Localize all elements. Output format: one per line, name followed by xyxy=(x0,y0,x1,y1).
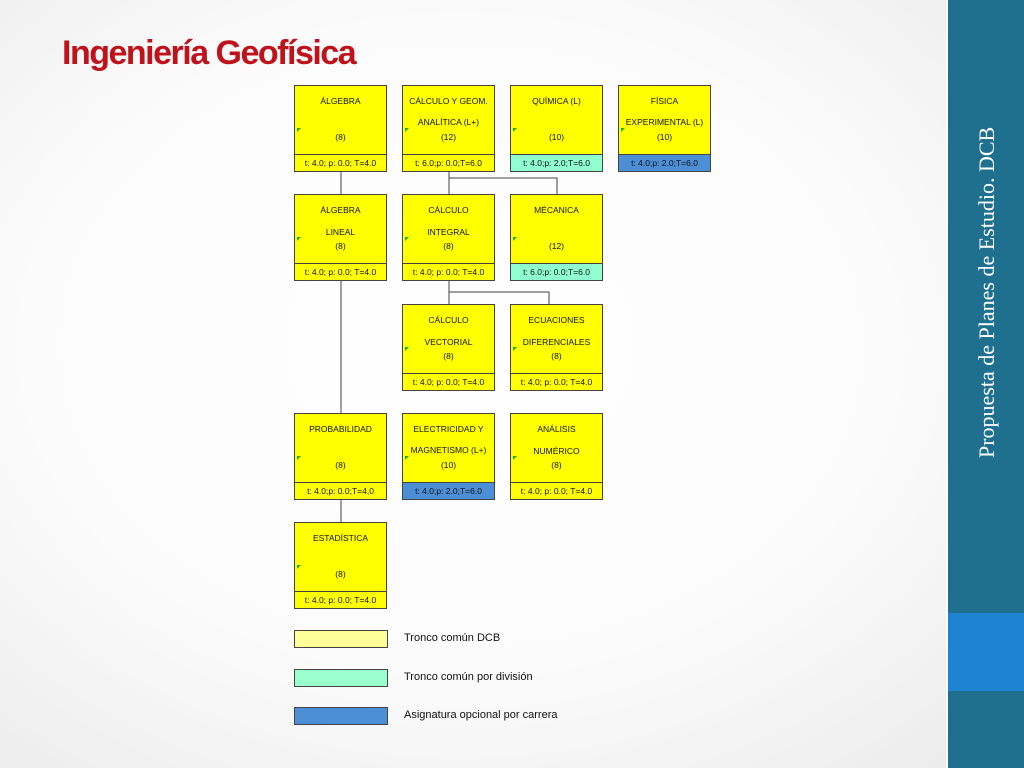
corner-marker-icon xyxy=(297,237,301,241)
corner-marker-icon xyxy=(513,347,517,351)
course-name-line2: MAGNETISMO (L+) xyxy=(410,445,487,455)
course-hours: t: 4.0; p: 0.0; T=4.0 xyxy=(511,373,602,390)
course-calculo-geom[interactable]: CÁLCULO Y GEOM. ANALÍTICA (L+) (12) t: 6… xyxy=(402,85,495,172)
course-name: MÉCANICA xyxy=(534,205,579,215)
course-name-line2: VECTORIAL xyxy=(424,337,473,347)
course-analisis-numerico[interactable]: ANÁLISIS NUMÉRICO (8) t: 4.0; p: 0.0; T=… xyxy=(510,413,603,500)
course-name: CÁLCULO xyxy=(428,315,469,325)
course-hours: t: 6.0;p: 0.0;T=6.0 xyxy=(403,154,494,171)
course-name-line2: LINEAL xyxy=(325,227,356,237)
course-quimica[interactable]: QUÍMICA (L) (10) t: 4.0;p: 2.0;T=6.0 xyxy=(510,85,603,172)
course-calculo-vectorial[interactable]: CÁLCULO VECTORIAL (8) t: 4.0; p: 0.0; T=… xyxy=(402,304,495,391)
corner-marker-icon xyxy=(621,128,625,132)
course-ecuaciones-diferenciales[interactable]: ECUACIONES DIFERENCIALES (8) t: 4.0; p: … xyxy=(510,304,603,391)
course-credits: (8) xyxy=(443,241,454,251)
course-credits: (8) xyxy=(335,132,346,142)
corner-marker-icon xyxy=(513,456,517,460)
course-electricidad-magnetismo[interactable]: ELECTRICIDAD Y MAGNETISMO (L+) (10) t: 4… xyxy=(402,413,495,500)
course-name-line2: ANALÍTICA (L+) xyxy=(417,117,480,127)
course-hours: t: 4.0;p: 2.0;T=6.0 xyxy=(619,154,710,171)
course-name: ÁLGEBRA xyxy=(320,96,361,106)
course-credits: (8) xyxy=(335,460,346,470)
course-credits: (10) xyxy=(656,132,673,142)
course-algebra-lineal[interactable]: ÁLGEBRA LINEAL (8) t: 4.0; p: 0.0; T=4.0 xyxy=(294,194,387,281)
legend-label-optativa: Asignatura opcional por carrera xyxy=(404,709,558,721)
corner-marker-icon xyxy=(405,128,409,132)
sidebar-accent xyxy=(948,613,1024,691)
course-calculo-integral[interactable]: CÁLCULO INTEGRAL (8) t: 4.0; p: 0.0; T=4… xyxy=(402,194,495,281)
course-hours: t: 4.0;p: 0.0;T=4,0 xyxy=(295,482,386,499)
course-name: ESTADÍSTICA xyxy=(312,533,369,543)
course-mecanica[interactable]: MÉCANICA (12) t: 6.0;p: 0.0;T=6.0 xyxy=(510,194,603,281)
course-algebra[interactable]: ÁLGEBRA (8) t: 4.0; p: 0.0; T=4.0 xyxy=(294,85,387,172)
legend-swatch-optativa xyxy=(294,707,388,725)
course-name: CÁLCULO Y GEOM. xyxy=(409,96,488,106)
course-fisica-experimental[interactable]: FÍSICA EXPERIMENTAL (L) (10) t: 4.0;p: 2… xyxy=(618,85,711,172)
course-name: CÁLCULO xyxy=(428,205,469,215)
link-calculo-mecanica xyxy=(449,177,558,194)
course-hours: t: 4.0; p: 0.0; T=4.0 xyxy=(511,482,602,499)
course-name: QUÍMICA (L) xyxy=(532,96,581,106)
course-hours: t: 4.0; p: 0.0; T=4.0 xyxy=(295,591,386,608)
course-credits: (8) xyxy=(443,351,454,361)
corner-marker-icon xyxy=(405,237,409,241)
course-name: ÁLGEBRA xyxy=(320,205,361,215)
course-hours: t: 4.0; p: 0.0; T=4.0 xyxy=(295,263,386,280)
legend-swatch-tronco-division xyxy=(294,669,388,687)
corner-marker-icon xyxy=(513,237,517,241)
course-hours: t: 4.0;p: 2.0;T=6.0 xyxy=(403,482,494,499)
course-name-line2: DIFERENCIALES xyxy=(522,337,591,347)
legend-label-tronco-comun: Tronco común DCB xyxy=(404,632,501,644)
course-name: ECUACIONES xyxy=(528,315,585,325)
course-credits: (8) xyxy=(335,569,346,579)
course-hours: t: 6.0;p: 0.0;T=6.0 xyxy=(511,263,602,280)
legend-label-tronco-division: Tronco común por división xyxy=(404,671,533,683)
corner-marker-icon xyxy=(405,347,409,351)
course-name: ELECTRICIDAD Y xyxy=(413,424,484,434)
page-title: Ingeniería Geofísica xyxy=(62,34,357,72)
course-estadistica[interactable]: ESTADÍSTICA (8) t: 4.0; p: 0.0; T=4.0 xyxy=(294,522,387,609)
corner-marker-icon xyxy=(405,456,409,460)
course-credits: (8) xyxy=(551,351,562,361)
corner-marker-icon xyxy=(297,565,301,569)
course-hours: t: 4.0;p: 2.0;T=6.0 xyxy=(511,154,602,171)
course-name: ANÁLISIS xyxy=(537,424,576,434)
course-name: FÍSICA xyxy=(650,96,679,106)
link-integral-ecuaciones xyxy=(449,291,550,304)
course-credits: (10) xyxy=(440,460,457,470)
course-hours: t: 4.0; p: 0.0; T=4.0 xyxy=(403,263,494,280)
course-hours: t: 4.0; p: 0.0; T=4.0 xyxy=(403,373,494,390)
course-hours: t: 4.0; p: 0.0; T=4.0 xyxy=(295,154,386,171)
course-credits: (10) xyxy=(548,132,565,142)
corner-marker-icon xyxy=(297,456,301,460)
course-probabilidad[interactable]: PROBABILIDAD (8) t: 4.0;p: 0.0;T=4,0 xyxy=(294,413,387,500)
course-name-line2: EXPERIMENTAL (L) xyxy=(625,117,704,127)
course-credits: (8) xyxy=(335,241,346,251)
course-name: PROBABILIDAD xyxy=(309,424,372,434)
course-name-line2: INTEGRAL xyxy=(427,227,470,237)
course-credits: (12) xyxy=(548,241,565,251)
course-credits: (8) xyxy=(551,460,562,470)
sidebar: Propuesta de Planes de Estudio. DCB xyxy=(946,0,1024,768)
corner-marker-icon xyxy=(513,128,517,132)
corner-marker-icon xyxy=(297,128,301,132)
legend-swatch-tronco-comun xyxy=(294,630,388,648)
course-credits: (12) xyxy=(440,132,457,142)
course-name-line2: NUMÉRICO xyxy=(533,446,580,456)
